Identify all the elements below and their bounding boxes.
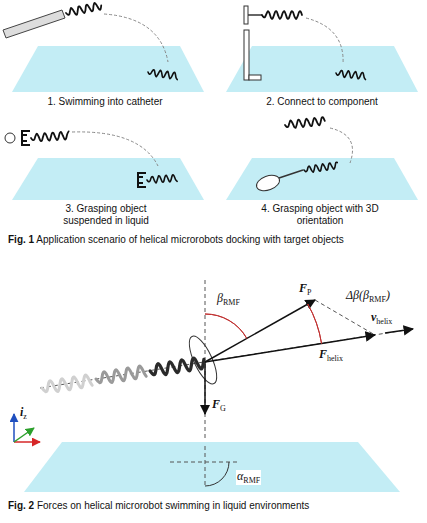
text-run: F [299, 281, 307, 295]
text-run: v [371, 310, 376, 324]
oriented-object [254, 172, 281, 193]
force-F-G [204, 362, 206, 414]
component [244, 6, 248, 24]
beta-arc [205, 314, 247, 338]
catheter [3, 10, 65, 38]
figure-caption: Fig. 2 Forces on helical microrobot swim… [8, 500, 418, 512]
text-run: 1. Swimming into catheter [47, 96, 162, 107]
text-run: α [237, 469, 243, 483]
liquid-plane [12, 46, 204, 92]
liquid-plane [226, 158, 418, 200]
angle-label: αRMF [236, 470, 261, 485]
helix-microrobot [150, 358, 204, 375]
helix-microrobot [262, 11, 302, 19]
text-run: helix [327, 354, 343, 363]
text-run: F [212, 397, 220, 411]
text-run: RMF [243, 476, 260, 485]
force-label: FG [211, 398, 227, 413]
component [248, 14, 262, 16]
swim-path [72, 132, 158, 166]
text-run: RMF [369, 295, 386, 304]
axis-y [14, 428, 34, 442]
text-run: Application scenario of helical microrob… [34, 234, 344, 245]
angle-label: Δβ(βRMF) [345, 289, 391, 304]
text-run: ) [386, 288, 390, 302]
force-label: Fhelix [318, 348, 344, 363]
liquid-plane [226, 46, 418, 92]
panel-caption: 4. Grasping object with 3D orientation [254, 203, 386, 226]
swim-path [330, 128, 353, 163]
text-run: Fig. 1 [8, 234, 34, 245]
gripper [138, 173, 146, 187]
velocity-arrow [385, 329, 413, 333]
alpha-arc [205, 462, 229, 486]
text-run: Fig. 2 [8, 500, 34, 511]
text-run: β [217, 291, 223, 305]
text-run: 3. Grasping object suspended in liquid [63, 203, 149, 226]
helix-microrobot [42, 375, 92, 392]
suspended-object [5, 133, 15, 143]
gripper [22, 131, 30, 145]
helix-microrobot [147, 175, 177, 183]
vertical-reference [205, 446, 206, 488]
horizontal-reference [170, 462, 238, 463]
panel-caption: 3. Grasping object suspended in liquid [40, 203, 172, 226]
velocity-label: vhelix [370, 311, 393, 326]
helix-microrobot [285, 117, 325, 128]
helix-microrobot [96, 366, 146, 383]
parallelogram-edge [315, 300, 375, 335]
component [249, 75, 261, 80]
text-run: P [307, 288, 311, 297]
object-stem [279, 170, 303, 178]
text-run: F [319, 347, 327, 361]
helix-microrobot [31, 131, 69, 141]
helix-microrobot [66, 3, 101, 15]
liquid-plane [24, 442, 400, 492]
force-F-helix [205, 335, 375, 362]
helix-microrobot [336, 71, 365, 80]
panel-caption: 2. Connect to component [222, 96, 422, 108]
panel-caption: 1. Swimming into catheter [5, 96, 205, 108]
swim-path [306, 18, 343, 64]
text-run: G [220, 404, 226, 413]
text-run: 4. Grasping object with 3D orientation [261, 203, 378, 226]
text-run: 2. Connect to component [266, 96, 378, 107]
delta-beta-arc [308, 304, 322, 343]
axis-iz [13, 414, 15, 442]
figure-caption: Fig. 1 Application scenario of helical m… [8, 234, 418, 246]
liquid-plane [12, 158, 204, 200]
angle-label: βRMF [216, 292, 241, 307]
helix-microrobot [304, 162, 337, 172]
text-run: Δβ(β [346, 288, 369, 302]
helix-axis [40, 329, 412, 388]
text-run: i [20, 405, 23, 419]
text-run: Forces on helical microrobot swimming in… [34, 500, 309, 511]
force-F-P [205, 300, 315, 362]
component [244, 30, 249, 80]
axis-label: iz [19, 406, 28, 421]
text-run: RMF [223, 298, 240, 307]
helix-microrobot [148, 70, 177, 80]
swim-path [104, 14, 168, 62]
text-run: z [23, 412, 27, 421]
text-run: helix [376, 317, 392, 326]
axis-x [14, 441, 40, 443]
force-label: FP [298, 282, 312, 297]
